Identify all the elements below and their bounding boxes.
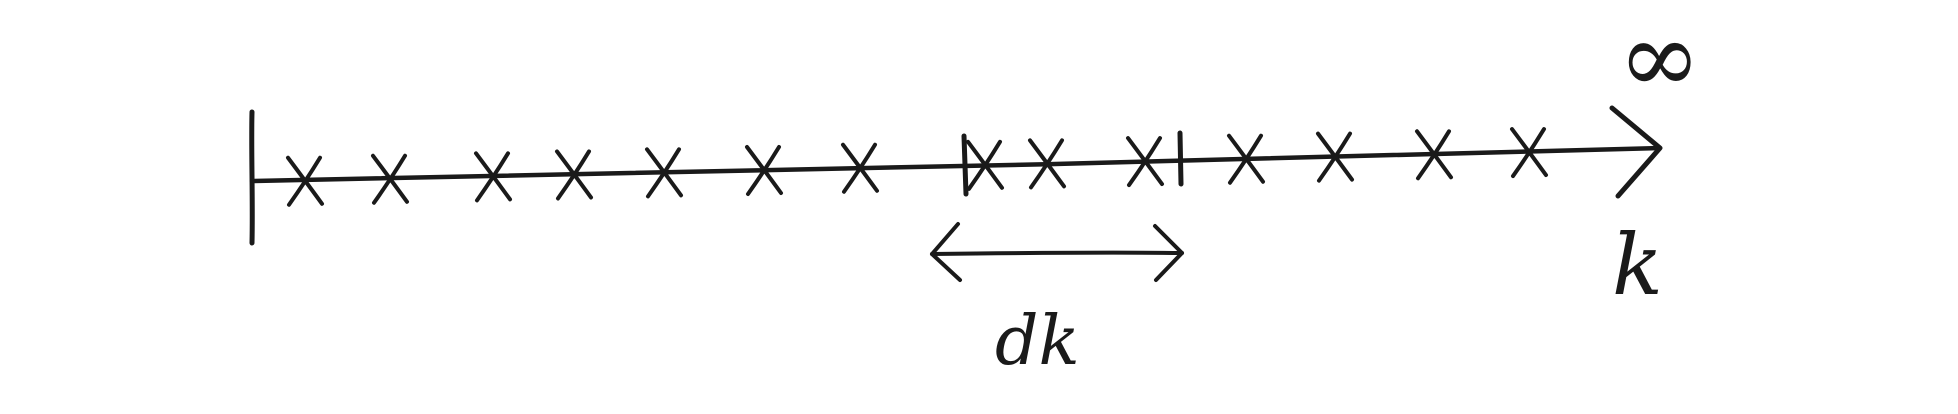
axis-line (249, 145, 1663, 184)
interval-left-bound (961, 133, 969, 197)
cross-mark (1316, 131, 1354, 183)
interval-right-bound (1177, 130, 1184, 187)
interval-arrow-right-head (1153, 224, 1184, 282)
cross-mark (1510, 127, 1548, 179)
cross-mark (1126, 136, 1164, 188)
cross-mark (645, 147, 683, 199)
axis-arrowhead (1609, 105, 1663, 199)
cross-mark (371, 153, 409, 205)
interval-arrow-shaft (930, 250, 1184, 256)
interval-label: dk (995, 302, 1080, 381)
cross-mark (1227, 133, 1265, 185)
cross-mark (555, 149, 593, 201)
cross-mark (474, 151, 512, 203)
axis-variable-label: k (1612, 216, 1663, 314)
axis-origin-tick (249, 109, 255, 246)
cross-mark (1028, 138, 1066, 190)
infinity-label: ∞ (1618, 0, 1701, 116)
cross-mark (966, 139, 1004, 191)
mark-group (286, 127, 1548, 207)
cross-mark (286, 155, 324, 207)
cross-mark (1415, 129, 1453, 181)
cross-mark (745, 145, 783, 196)
interval-arrow-left-head (930, 222, 962, 282)
cross-mark (841, 142, 879, 194)
